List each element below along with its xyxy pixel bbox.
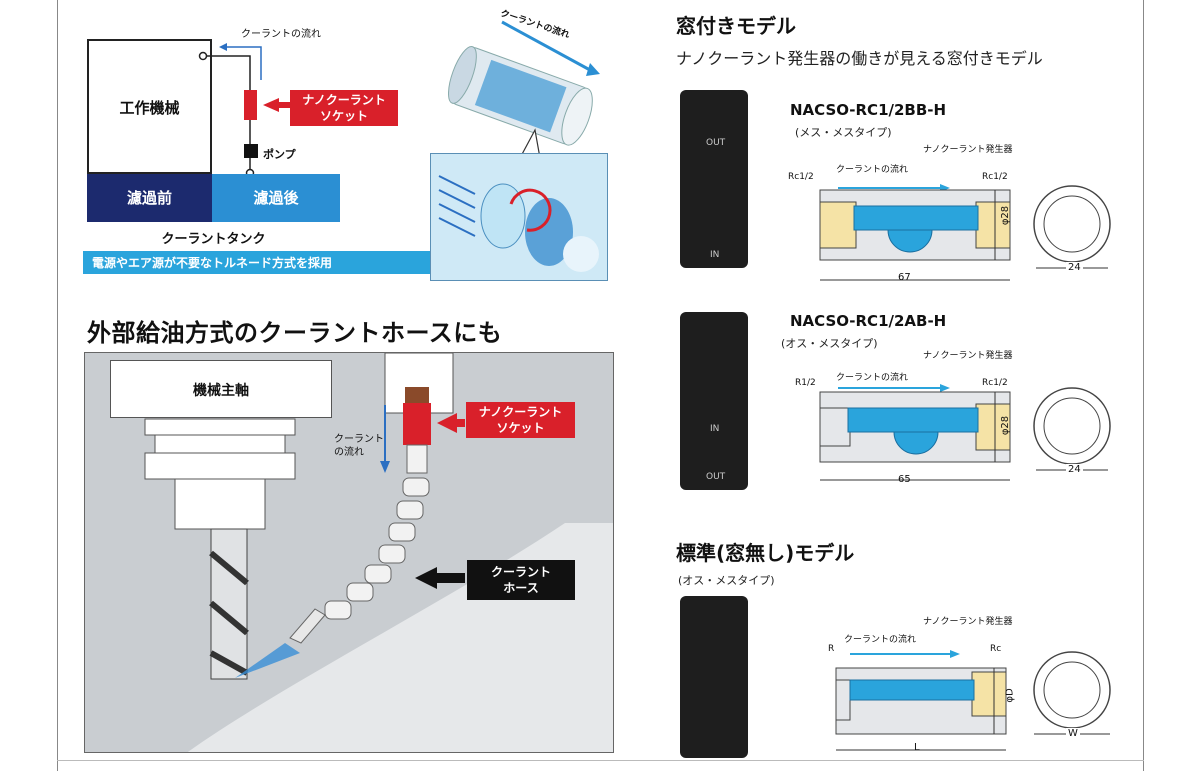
product-photo-bb: OUT IN	[680, 90, 748, 268]
window-model-title: 窓付きモデル	[676, 14, 796, 38]
nano-socket-tag-2: ナノクーラント ソケット	[466, 402, 575, 438]
diameter-2: φ28	[1000, 415, 1012, 436]
hose-tag-line2: ホース	[503, 581, 539, 595]
machine-tool-box	[87, 39, 212, 174]
coolant-hose-tag: クーラント ホース	[467, 560, 575, 600]
tank-before-filter	[87, 174, 212, 222]
window-model-description: ナノクーラント発生器の働きが見える窓付きモデル	[676, 49, 1043, 68]
before-filter-label: 濾過前	[126, 189, 172, 207]
width-3: W	[1066, 728, 1080, 739]
length-2: 65	[898, 474, 911, 485]
coolant-pipe-diagram	[198, 43, 291, 178]
length-3: L	[914, 742, 920, 753]
external-supply-heading: 外部給油方式のクーラントホースにも	[87, 319, 503, 347]
tornado-inset-graphic	[438, 175, 599, 272]
left-thread-3: R	[828, 644, 835, 654]
hose-flow-label: クーラント の流れ	[334, 433, 384, 459]
product-type-ab: (オス・メスタイプ)	[781, 337, 878, 350]
diameter-3: φD	[1004, 688, 1016, 703]
socket-tag-line1: ナノクーラント	[302, 93, 386, 107]
body-top-label-2: IN	[710, 424, 720, 434]
width-1: 24	[1066, 262, 1083, 273]
product-type-bb: (メス・メスタイプ)	[795, 126, 892, 139]
product-photo-standard	[680, 596, 748, 758]
flow-label-1: クーラントの流れ	[836, 165, 909, 175]
right-thread-3: Rc	[990, 644, 1002, 654]
machine-tool-label: 工作機械	[119, 99, 180, 117]
generator-label-2: ナノクーラント発生器	[923, 351, 1013, 361]
body-bottom-label-1: IN	[710, 250, 720, 260]
tank-after-filter	[212, 174, 340, 222]
socket-tag-line2: ソケット	[319, 109, 368, 123]
cross-section-drawing-3	[835, 650, 1111, 751]
right-border-line	[1143, 0, 1144, 771]
hose-flow-line1: クーラント	[334, 434, 384, 445]
spindle-label: 機械主軸	[193, 383, 249, 399]
diameter-1: φ28	[1000, 205, 1012, 226]
after-filter-label: 濾過後	[253, 189, 299, 207]
socket-tag2-line1: ナノクーラント	[478, 405, 563, 419]
body-bottom-label-2: OUT	[706, 472, 726, 482]
generator-label-3: ナノクーラント発生器	[923, 617, 1013, 627]
width-2: 24	[1066, 464, 1083, 475]
standard-model-type: (オス・メスタイプ)	[678, 574, 775, 587]
left-border-line	[57, 0, 58, 771]
cross-section-drawing-2	[819, 384, 1111, 481]
product-name-ab: NACSO-RC1/2AB-H	[790, 312, 947, 330]
length-1: 67	[898, 272, 911, 283]
product-photo-ab: IN OUT	[680, 312, 748, 490]
standard-model-title: 標準(窓無し)モデル	[676, 541, 855, 565]
right-thread-1: Rc1/2	[982, 172, 1008, 182]
product-name-bb: NACSO-RC1/2BB-H	[790, 101, 947, 119]
socket-cylinder-illustration	[448, 20, 600, 158]
nano-socket-tag: ナノクーラント ソケット	[290, 90, 398, 126]
flow-label-2: クーラントの流れ	[836, 373, 909, 383]
body-top-label-1: OUT	[706, 138, 726, 148]
tornado-banner-text: 電源やエア源が不要なトルネード方式を採用	[92, 256, 333, 270]
generator-label-1: ナノクーラント発生器	[923, 145, 1013, 155]
bottom-rule	[57, 760, 1144, 761]
coolant-tank-label: クーラントタンク	[161, 232, 266, 247]
coolant-flow-label: クーラントの流れ	[241, 29, 321, 40]
left-thread-1: Rc1/2	[788, 172, 814, 182]
hose-tag-line1: クーラント	[490, 565, 551, 579]
socket-tag2-line2: ソケット	[496, 421, 545, 435]
left-thread-2: R1/2	[795, 378, 816, 388]
pump-label: ポンプ	[263, 148, 296, 161]
spindle-head-box	[110, 360, 332, 418]
tornado-banner-arrow	[83, 251, 468, 274]
flow-label-3: クーラントの流れ	[844, 635, 917, 645]
cross-section-drawing-1	[819, 184, 1111, 281]
tornado-inset	[430, 153, 608, 281]
hose-flow-line2: の流れ	[334, 447, 364, 458]
right-thread-2: Rc1/2	[982, 378, 1008, 388]
